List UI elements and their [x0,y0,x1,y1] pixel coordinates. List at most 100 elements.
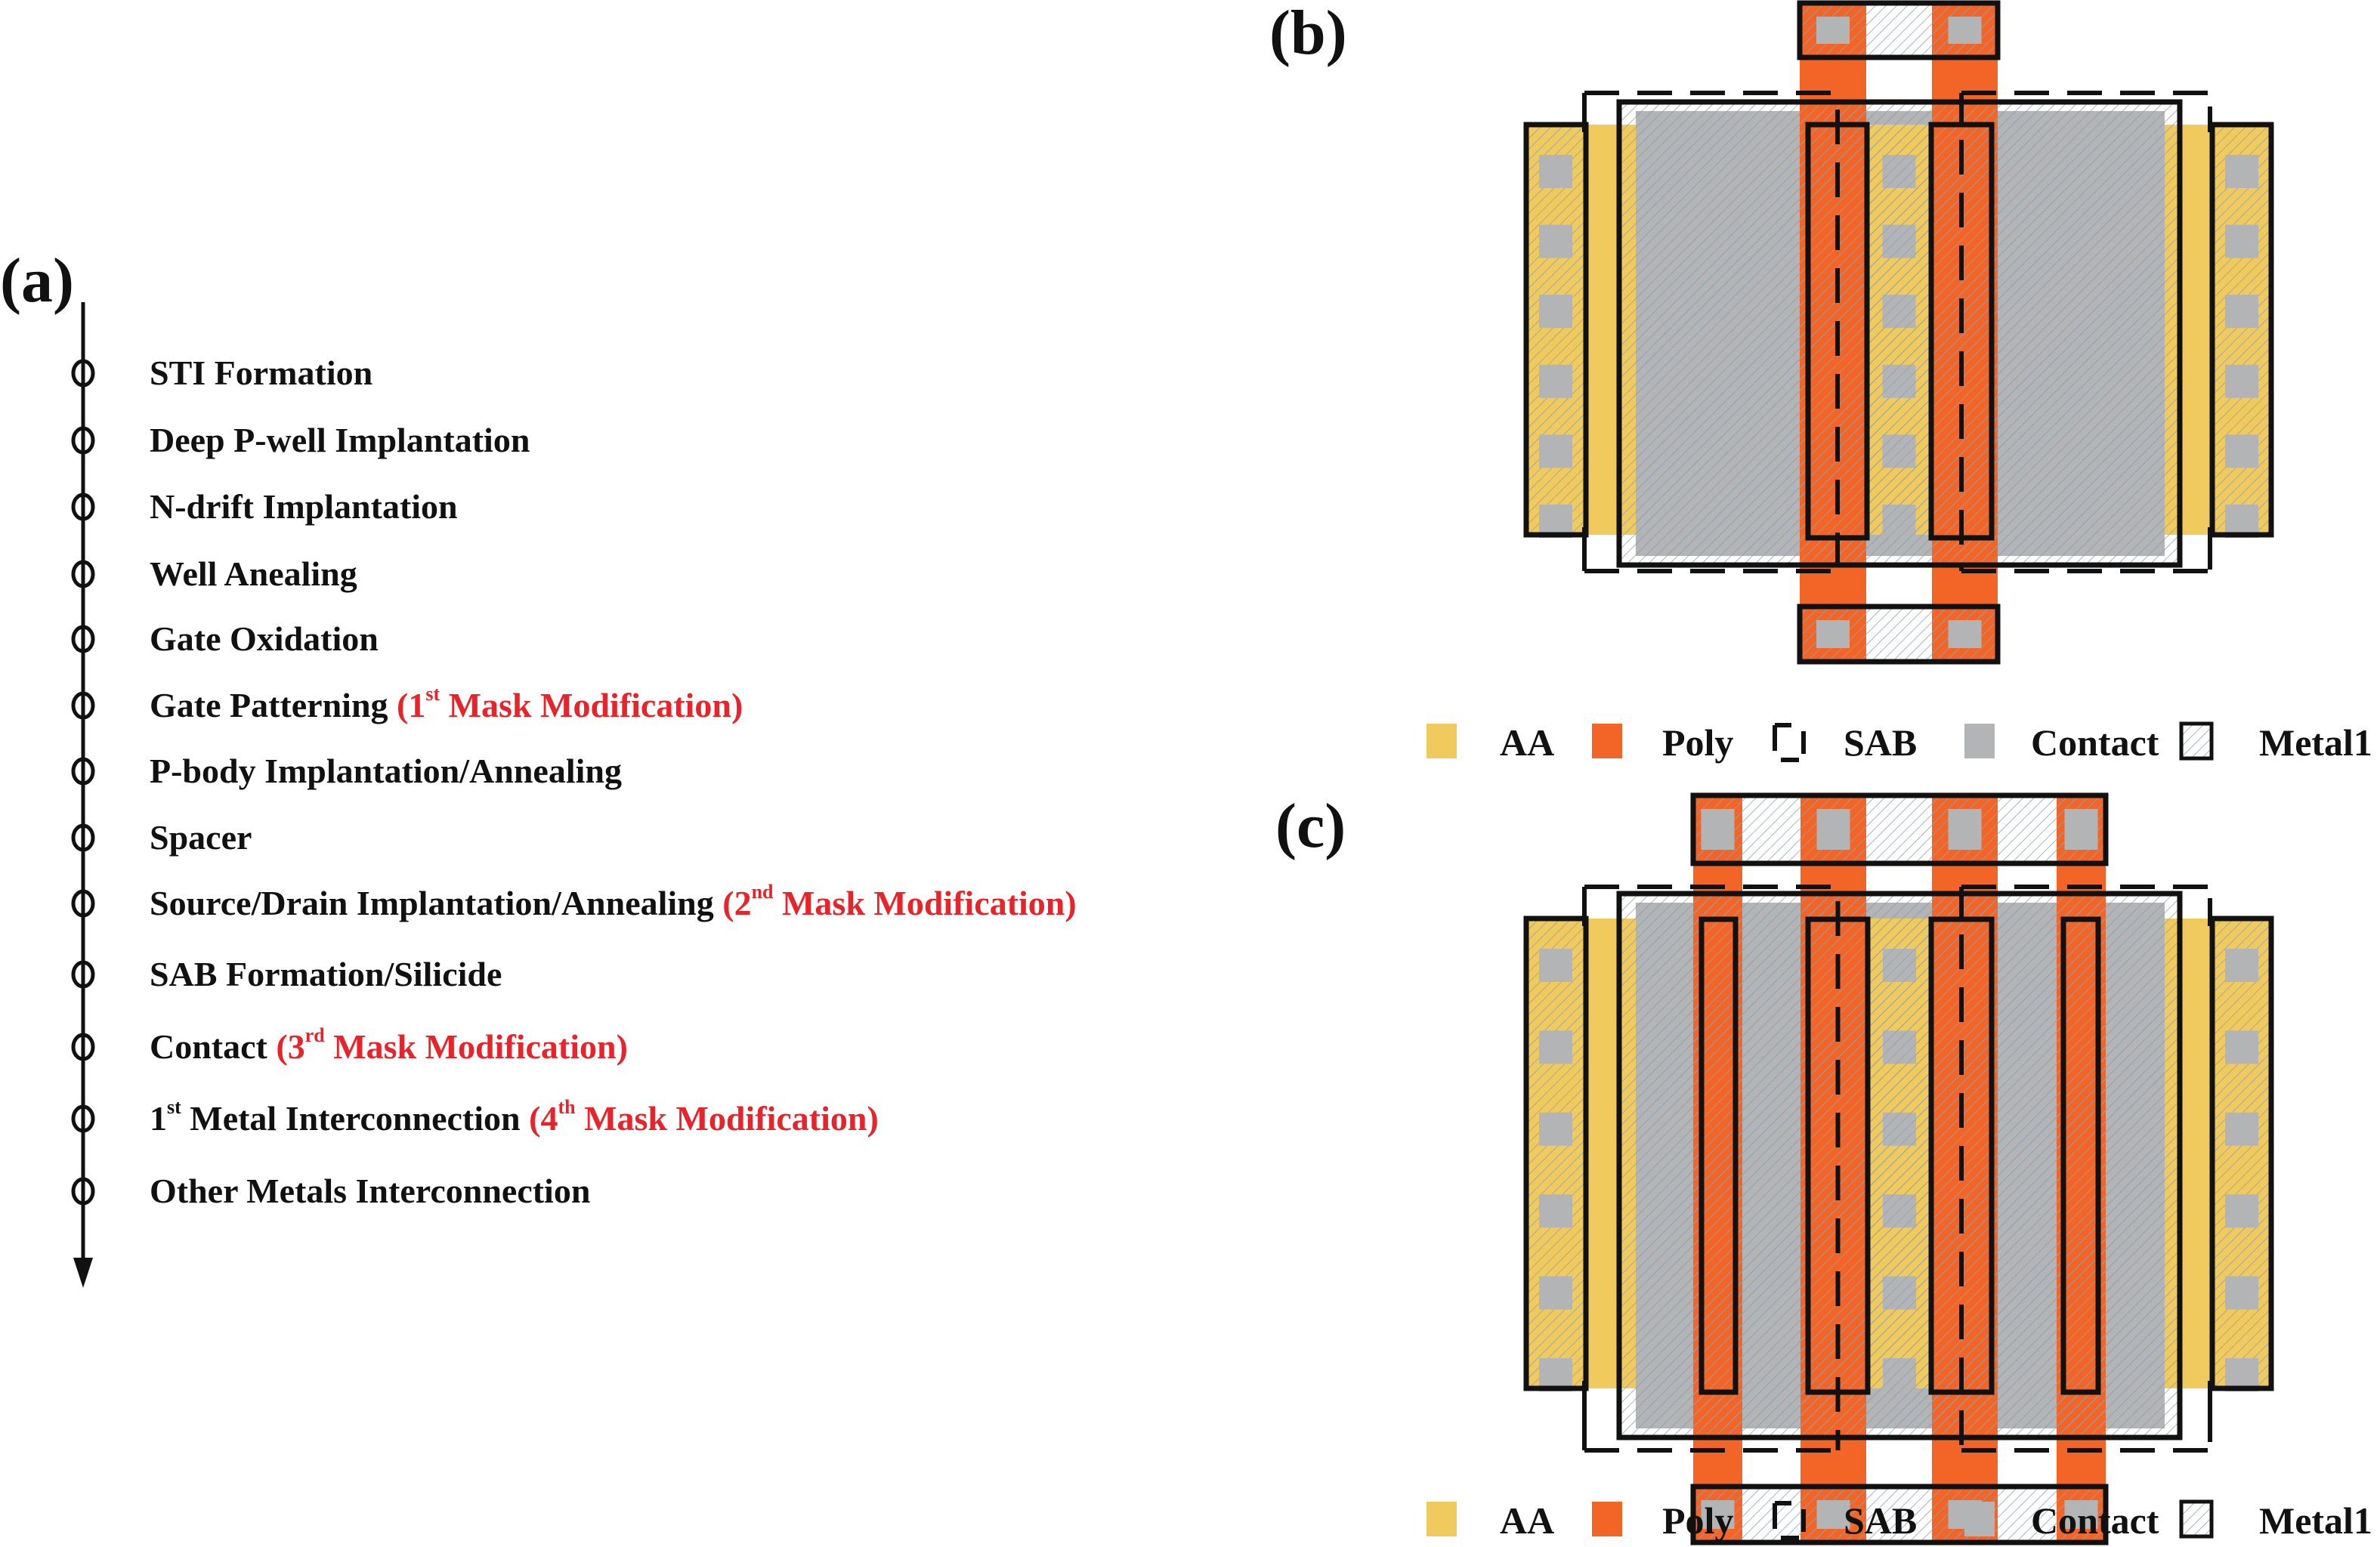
legend-label: SAB [1844,1499,1917,1542]
contact-square [1816,17,1850,44]
hatched-outline-square-icon [2181,724,2212,758]
contact-square [1948,809,1982,850]
step-label: Spacer [150,818,252,857]
hatched-outline-square-icon [2179,721,2214,761]
layout-panel-c: AA Poly SAB Contact Metal1 [1426,792,2372,1545]
gap [1866,1437,1932,1487]
step-label: STI Formation [150,354,373,392]
contact-square [2225,949,2258,982]
step-label: Metal Interconnection [181,1099,530,1138]
step-label: SAB Formation/Silicide [150,955,502,993]
metal1-bottom-outline [1797,604,2001,665]
step-label: N-drift Implantation [150,487,458,526]
mask-modification-note: (1st Mask Modification) [397,683,743,724]
filled-square-icon [1964,1502,1995,1536]
contact-square [1539,1112,1572,1146]
contact-square [1539,295,1572,329]
legend-item-metal1: Metal1 [2179,721,2372,764]
contact-hatch [1636,903,2165,1428]
metal1-center-outline [1616,99,2183,568]
filled-square-icon [1592,724,1622,758]
filled-square-icon [1426,724,1457,758]
gap [1866,57,1932,102]
step-label: Gate Oxidation [150,619,379,658]
note-ordinal: 4 [540,1099,558,1138]
legend-item-sab: SAB [1773,721,1917,764]
contact-square [1539,1194,1572,1228]
legend-label: Metal1 [2259,1499,2372,1542]
filled-square-icon [1426,1502,1457,1536]
contact-square [1539,224,1572,258]
timeline-node-icon [71,493,95,521]
process-step: Contact (3rd Mask Modification) [150,1024,628,1066]
metal1-bottom-hatch [1693,1487,2106,1542]
legend-item-sab: SAB [1773,1499,1917,1542]
timeline-node-icon [71,1177,95,1206]
contact-square [1701,1500,1735,1529]
contact-square [2064,1500,2098,1529]
contact-square [1948,620,1982,648]
step-label: Deep P-well Implantation [150,421,530,459]
filled-square-icon [1592,1502,1622,1536]
gap [1866,863,1932,894]
contact-square [1539,155,1572,188]
contact-square [2225,1030,2258,1064]
metal1-left-outline [1523,122,1589,538]
arrow-down-icon [73,1258,93,1288]
contact-square [2225,155,2258,188]
legend-item-aa: AA [1426,721,1554,764]
contact-square [1948,17,1982,44]
mask-modification-note: (4th Mask Modification) [529,1096,879,1138]
hatched-outline-square-icon [2179,1499,2214,1539]
mask-modification-note: (3rd Mask Modification) [276,1024,628,1066]
legend-label: Poly [1662,1499,1733,1542]
contact-square [2225,224,2258,258]
step-label: Source/Drain Implantation/Annealing [150,884,723,922]
timeline-node-icon [71,823,95,852]
gap [1998,1437,2057,1487]
note-prefix: ( [722,884,734,922]
process-step: Gate Oxidation [150,622,379,656]
note-ordinal: 2 [734,884,752,922]
note-ordinal-suffix: rd [304,1024,325,1046]
process-step: Gate Patterning (1st Mask Modification) [150,683,743,724]
note-text: Mask Modification) [575,1099,879,1138]
contact-square [1539,434,1572,468]
process-step: N-drift Implantation [150,489,458,524]
legend-label: Contact [2031,1499,2159,1542]
process-step: Other Metals Interconnection [150,1174,590,1209]
panel-label-c: (c) [1275,791,1346,861]
note-prefix: ( [397,686,409,724]
legend-label: Contact [2031,721,2159,764]
gap [1742,1437,1800,1487]
step-label: P-body Implantation/Annealing [150,752,622,790]
contact-square [1816,1500,1850,1529]
note-text: Mask Modification) [773,884,1077,922]
legend-item-poly: Poly [1592,1499,1733,1542]
metal1-right-outline [2209,916,2274,1391]
note-prefix: ( [276,1027,288,1066]
note-ordinal-suffix: st [425,683,440,705]
step-label: Other Metals Interconnection [150,1172,591,1210]
panel-label-b: (b) [1269,0,1347,68]
legend: AA Poly SAB Contact Metal1 [1426,721,2372,764]
step-label: Gate Patterning [150,686,397,724]
contact-square [2225,1276,2258,1310]
contact-square [1701,809,1735,850]
contact-square [2225,295,2258,329]
filled-square-icon [1964,724,1995,758]
timeline-node-icon [71,426,95,455]
legend-label: AA [1500,1499,1554,1542]
legend-label: AA [1500,721,1554,764]
step-label: Well Anealing [150,554,357,593]
step-label: Contact [150,1027,277,1066]
note-ordinal: 3 [287,1027,305,1066]
note-ordinal-suffix: th [558,1096,576,1118]
legend-item-metal1: Metal1 [2179,1499,2372,1542]
hatched-outline-square-icon [2181,1502,2212,1536]
contact-hatch [1636,111,2165,556]
legend-item-poly: Poly [1592,721,1733,764]
poly-gate-outline [1698,916,1739,1395]
